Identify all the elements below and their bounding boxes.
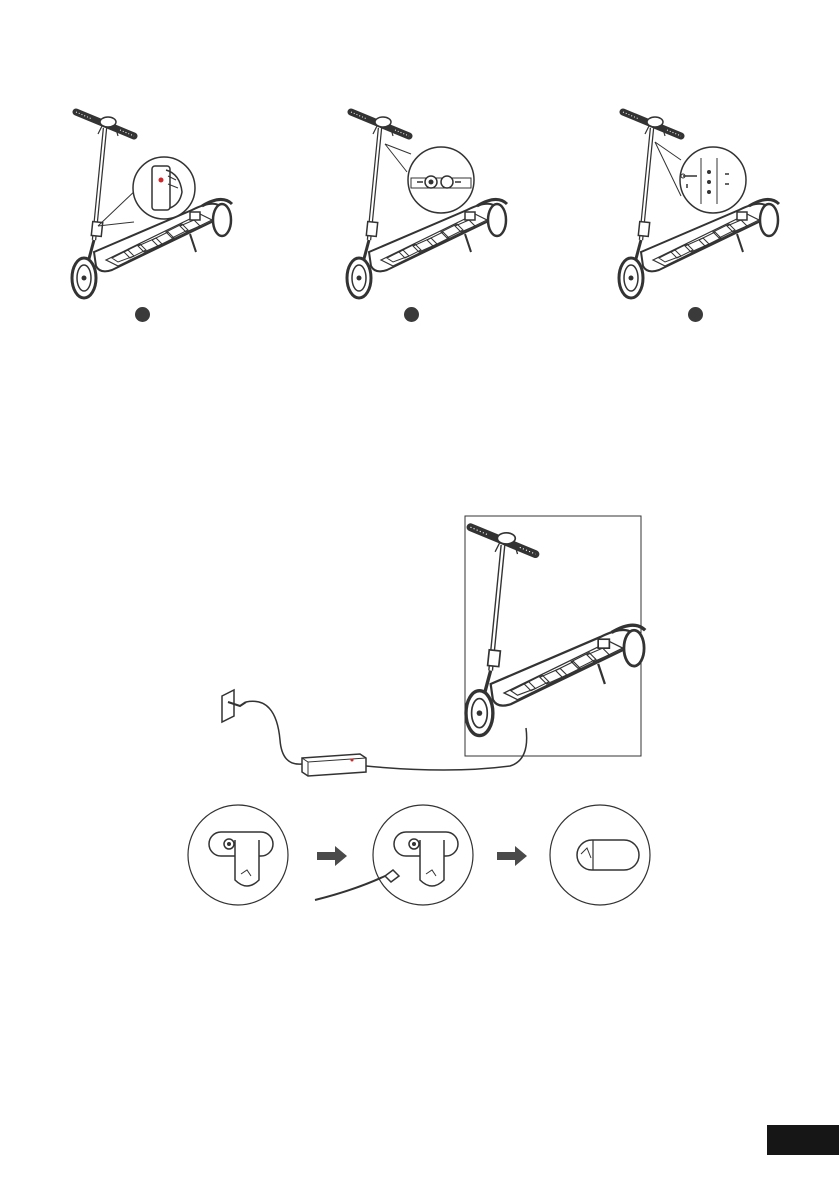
charging-port-sequence — [185, 800, 665, 912]
step-3-marker — [688, 307, 703, 322]
power-adapter-icon — [302, 754, 366, 776]
scooter-icon — [345, 100, 505, 310]
step-1-figure — [70, 100, 230, 310]
page-number-tab — [767, 1125, 839, 1155]
scooter-icon — [617, 100, 777, 310]
step-1-marker — [135, 307, 150, 322]
arrow-right-icon — [317, 846, 347, 866]
charging-port-icon — [188, 805, 288, 905]
charging-figure — [210, 510, 650, 785]
arrow-right-icon — [497, 846, 527, 866]
step-2-figure — [345, 100, 505, 310]
charging-port-icon — [550, 805, 650, 905]
step-2-marker — [404, 307, 419, 322]
scooter-icon — [70, 100, 230, 310]
wall-outlet-icon — [222, 690, 246, 722]
step-3-figure — [617, 100, 777, 310]
